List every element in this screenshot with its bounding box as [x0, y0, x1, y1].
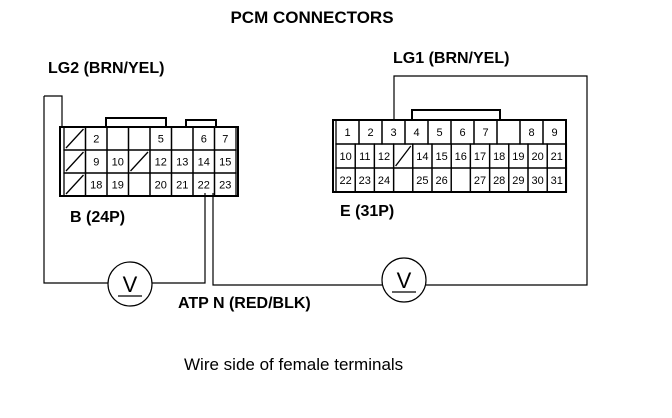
connector-e-pin-29: 29: [512, 175, 524, 187]
lg2-wire-label: LG2 (BRN/YEL): [48, 60, 164, 77]
voltmeter-e: V: [381, 257, 427, 303]
connector-e-pin-12: 12: [378, 151, 390, 163]
connector-e-pins-lower: 10 11 12 14 15 16 17 18 19 20 21 22 23 24 25 26 27 28 29 30…: [335, 143, 568, 193]
connector-e-pin-11: 11: [359, 151, 370, 163]
connector-e-pin-31: 31: [551, 175, 563, 187]
connector-e-unused-slash: [395, 145, 412, 167]
connector-b-pin-6: 6: [201, 134, 207, 146]
connector-e-pin-23: 23: [359, 175, 371, 187]
connector-e-pin-16: 16: [455, 151, 467, 163]
connector-e-pin-27: 27: [474, 175, 486, 187]
voltmeter-b: V: [107, 261, 153, 307]
connector-b-pin-10: 10: [112, 157, 124, 169]
connector-b-pin-12: 12: [155, 157, 167, 169]
connector-b-wiring: [43, 95, 382, 286]
connector-e-pin-18: 18: [493, 151, 505, 163]
connector-e-pin-17: 17: [474, 151, 486, 163]
connector-b-pin-21: 21: [176, 180, 188, 192]
connector-e-cell: [392, 167, 414, 193]
connector-e-cell: [546, 167, 568, 193]
connector-b-pin-15: 15: [219, 157, 231, 169]
connector-e-pin-8: 8: [528, 127, 534, 139]
connector-e-pin-28: 28: [493, 175, 505, 187]
connector-b-cell: [106, 126, 130, 151]
connector-b-latch-right: [185, 119, 217, 127]
connector-b-pin-23: 23: [219, 180, 231, 192]
atp-n-wire-label: ATP N (RED/BLK): [178, 295, 311, 312]
connector-b-housing: [59, 126, 239, 197]
connector-b-pin-22: 22: [198, 180, 210, 192]
connector-e-pin-6: 6: [459, 127, 465, 139]
voltmeter-b-symbol: V: [123, 272, 138, 297]
connector-e-pin-10: 10: [339, 151, 351, 163]
connector-b-pin-7: 7: [222, 134, 228, 146]
connector-b-cell: [127, 172, 151, 197]
connector-b-name: B (24P): [70, 209, 125, 226]
connector-e-pin-15: 15: [435, 151, 447, 163]
connector-e-pin-4: 4: [413, 127, 419, 139]
connector-e-pin-9: 9: [551, 127, 557, 139]
connector-e-latch: [411, 109, 501, 120]
connector-e-pin-19: 19: [512, 151, 524, 163]
connector-e-cell: [450, 167, 472, 193]
connector-e-pin-7: 7: [482, 127, 488, 139]
connector-b-latch: [105, 117, 167, 127]
connector-e-name: E (31P): [340, 203, 394, 220]
connector-e-pin-24: 24: [378, 175, 390, 187]
voltmeter-e-circle: [381, 257, 427, 303]
connector-b-pin-13: 13: [176, 157, 188, 169]
connector-e-pin-1: 1: [344, 127, 350, 139]
connector-e-pin-21: 21: [551, 151, 563, 163]
connector-b-pin-19: 19: [112, 180, 124, 192]
connector-b-pin-20: 20: [155, 180, 167, 192]
connector-e-pin-22: 22: [339, 175, 351, 187]
connector-b-pin-2: 2: [93, 134, 99, 146]
connector-e-pin-20: 20: [531, 151, 543, 163]
connector-e-wiring: [393, 75, 588, 286]
connector-b-cell: [213, 172, 237, 197]
connector-e-pin-3: 3: [390, 127, 396, 139]
connector-e-pin-30: 30: [531, 175, 543, 187]
connector-b-unused-slash: [65, 128, 84, 149]
connector-e-cell: [496, 119, 521, 145]
connector-b-cell: [170, 126, 194, 151]
connector-b: 2 5 6 7 9 10 12 13 14 15 18 19 20 21 22 23: [59, 117, 239, 197]
connector-b-unused-slash: [65, 151, 84, 172]
voltmeter-e-symbol: V: [397, 268, 412, 293]
connector-b-unused-slash: [130, 151, 149, 172]
diagram-title: PCM CONNECTORS: [230, 8, 393, 27]
connector-e-pin-5: 5: [436, 127, 442, 139]
connector-b-pin-18: 18: [90, 180, 102, 192]
connector-e-pin-25: 25: [416, 175, 428, 187]
connector-e-pin-14: 14: [416, 151, 428, 163]
caption: Wire side of female terminals: [184, 355, 403, 374]
voltmeter-b-circle: [107, 261, 153, 307]
connector-b-pin-5: 5: [158, 134, 164, 146]
lg1-wire-label: LG1 (BRN/YEL): [393, 50, 509, 67]
connector-b-pin-9: 9: [93, 157, 99, 169]
connector-b-cell: [127, 126, 151, 151]
connector-e-pin-2: 2: [367, 127, 373, 139]
connector-b-pin-14: 14: [198, 157, 210, 169]
connector-e-pin-26: 26: [435, 175, 447, 187]
connector-b-pins: 2 5 6 7 9 10 12 13 14 15 18 19 20 21 22 23: [63, 126, 237, 197]
connector-b-unused-slash: [65, 174, 84, 195]
